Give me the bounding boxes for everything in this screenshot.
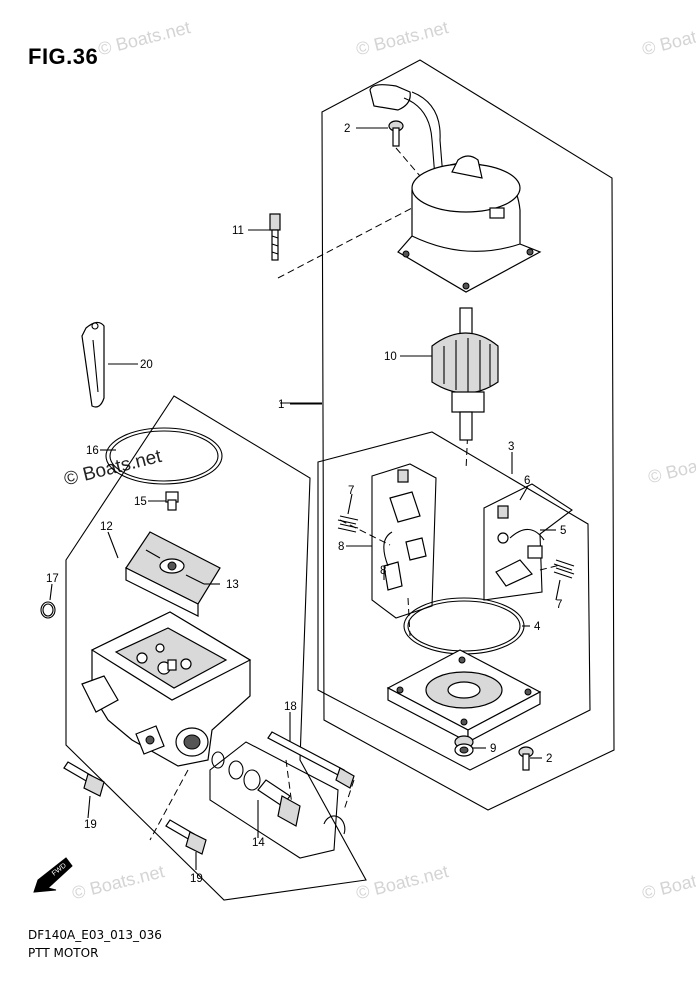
motor-assembly-outline [280, 59, 615, 811]
brush-assembly-outline [317, 431, 591, 771]
callout-9: 9 [490, 743, 496, 755]
pump-assembly-outline [65, 395, 367, 901]
part-armature-10[interactable] [431, 307, 499, 441]
part-bolt-19-right[interactable] [165, 819, 207, 855]
callout-12: 12 [100, 521, 113, 533]
part-end-plate[interactable] [386, 649, 542, 743]
part-bolt-19-left[interactable] [63, 761, 105, 797]
callout-2-top: 2 [344, 123, 350, 135]
callout-3: 3 [508, 441, 514, 453]
callout-2-bottom: 2 [546, 753, 552, 765]
callout-5: 5 [560, 525, 566, 537]
figure-title: FIG.36 [28, 44, 99, 69]
callout-8-inner: 8 [380, 565, 386, 577]
callout-20: 20 [140, 359, 153, 371]
valve-group-outline [209, 741, 339, 859]
callout-leaders [49, 127, 561, 870]
callout-15: 15 [134, 496, 147, 508]
figure-caption: PTT MOTOR [28, 946, 99, 960]
part-screw-2-bottom[interactable] [518, 746, 534, 771]
figure-code: DF140A_E03_013_036 [28, 928, 162, 942]
callout-1: 1 [278, 399, 284, 411]
part-plate-13[interactable] [125, 531, 221, 617]
part-ring-17[interactable] [40, 601, 56, 619]
part-o-ring-4[interactable] [403, 597, 525, 655]
callout-7-right: 7 [556, 599, 562, 611]
part-bolt-18[interactable] [267, 731, 355, 789]
part-bushing-9[interactable] [454, 735, 474, 757]
part-clip-20[interactable] [81, 321, 105, 408]
callout-10: 10 [384, 351, 397, 363]
callout-6: 6 [524, 475, 530, 487]
part-bolt-11[interactable] [269, 213, 281, 261]
part-spring-7-left[interactable] [337, 515, 359, 533]
callout-19-left: 19 [84, 819, 97, 831]
callout-13: 13 [226, 579, 239, 591]
part-valve-14[interactable] [211, 751, 346, 835]
part-pump-housing[interactable] [81, 611, 252, 767]
callout-19-right: 19 [190, 873, 203, 885]
part-o-ring-16[interactable] [105, 427, 223, 485]
callout-numbers: 2 11 20 1 10 16 15 12 13 17 3 7 8 8 6 5 … [46, 123, 566, 885]
part-spring-7-right[interactable] [553, 559, 575, 579]
callout-14: 14 [252, 837, 265, 849]
part-brush-5-6[interactable] [483, 483, 573, 601]
callout-4: 4 [534, 621, 541, 633]
callout-17: 17 [46, 573, 59, 585]
callout-8-left: 8 [338, 541, 344, 553]
callout-18: 18 [284, 701, 297, 713]
part-brush-holder-8[interactable] [371, 463, 437, 619]
part-screw-2-top[interactable] [388, 120, 404, 147]
callout-16: 16 [86, 445, 99, 457]
callout-11: 11 [232, 225, 244, 237]
callout-7-left: 7 [348, 485, 354, 497]
fwd-arrow-icon: FWD [33, 857, 73, 893]
part-plug-15[interactable] [165, 491, 179, 511]
part-motor-housing[interactable] [369, 84, 542, 293]
